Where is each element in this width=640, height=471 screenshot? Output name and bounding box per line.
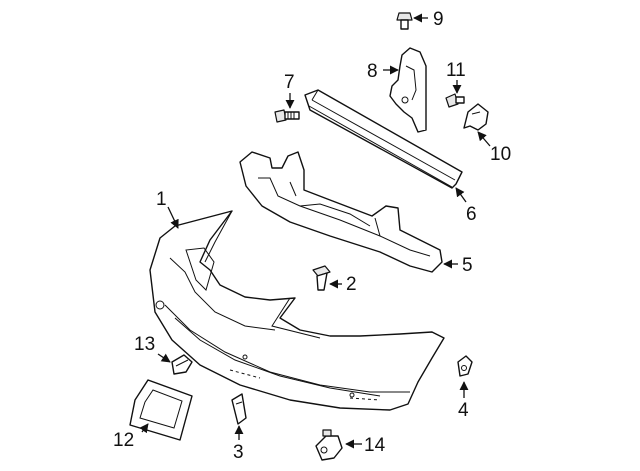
callout-6: 6 [466, 204, 477, 225]
leader-6 [455, 187, 467, 203]
side-bracket [389, 47, 427, 133]
grommet [315, 429, 343, 461]
side-clip [457, 355, 473, 377]
callout-11: 11 [446, 60, 466, 81]
leader-13 [157, 353, 171, 363]
callout-7: 7 [284, 72, 295, 93]
side-fastener [171, 354, 193, 375]
lower-bracket [231, 393, 247, 425]
leader-1 [167, 206, 179, 229]
callout-3: 3 [233, 442, 244, 463]
beam-bolt [274, 109, 300, 123]
small-bracket [463, 103, 489, 131]
bumper-cover [149, 210, 445, 411]
callout-9: 9 [433, 9, 444, 30]
leader-arrows [139, 13, 491, 449]
callout-2: 2 [346, 274, 357, 295]
callout-1: 1 [156, 189, 167, 210]
callout-14: 14 [364, 435, 386, 456]
energy-absorber [239, 151, 443, 273]
reinforcement-beam [304, 89, 463, 189]
right-bolt [445, 93, 465, 108]
callout-5: 5 [462, 255, 473, 276]
upper-bolt [396, 12, 413, 30]
license-bracket [129, 379, 193, 441]
callout-8: 8 [367, 61, 378, 82]
callout-4: 4 [458, 400, 469, 421]
leader-12 [139, 423, 149, 434]
callout-10: 10 [490, 144, 511, 165]
leader-10 [477, 131, 491, 147]
callout-13: 13 [134, 334, 155, 355]
retainer-clip [312, 265, 331, 291]
callout-12: 12 [113, 430, 134, 451]
callout-labels: 1 2 3 4 5 6 7 8 9 10 11 12 13 14 [113, 9, 511, 463]
